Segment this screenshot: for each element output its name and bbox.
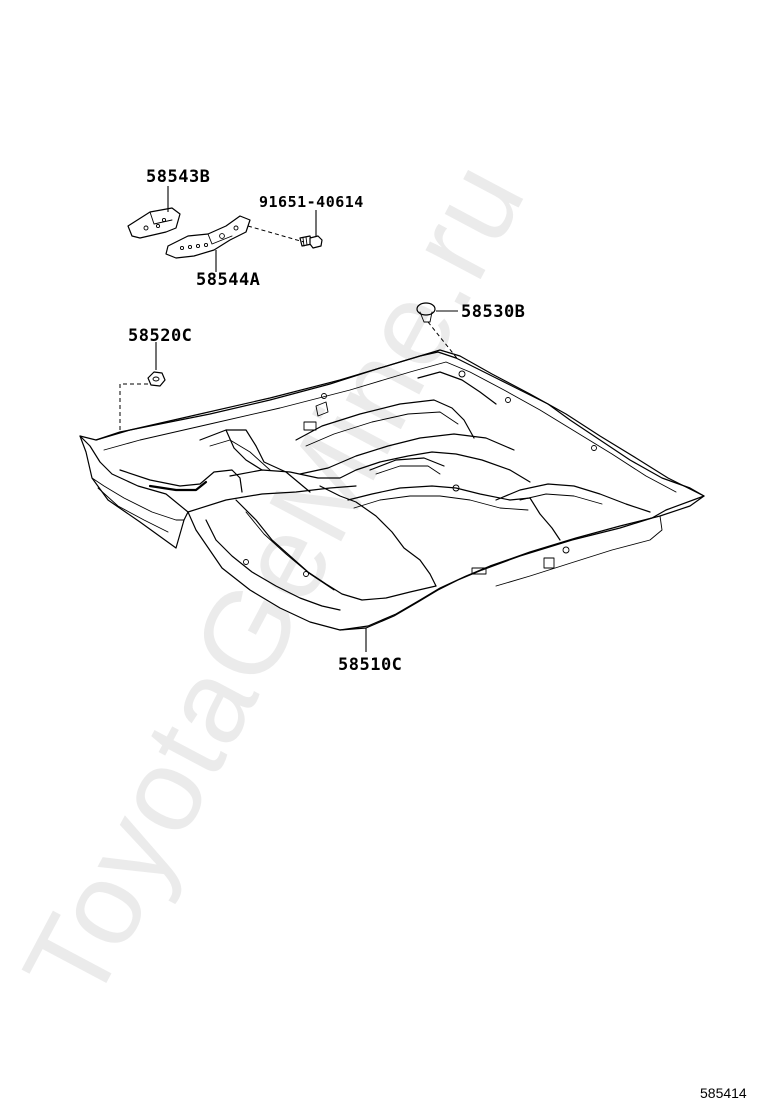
bolt-dash-line	[247, 225, 305, 243]
label-58543b: 58543B	[146, 167, 210, 187]
bracket-58543b-icon	[127, 207, 181, 239]
clip-icon	[416, 302, 436, 323]
bolt-icon	[299, 235, 323, 249]
label-58520c: 58520C	[128, 326, 192, 346]
diagram-ref-number: 585414	[700, 1085, 747, 1101]
label-58530b: 58530B	[461, 302, 525, 322]
carpet-icon	[79, 349, 705, 631]
watermark: ToyotaGeMine.ru	[0, 140, 551, 1022]
label-91651-40614: 91651-40614	[259, 193, 364, 211]
label-58510c: 58510C	[338, 655, 402, 675]
bracket-58544a-icon	[165, 215, 251, 259]
nut-icon	[147, 371, 166, 387]
label-58544a: 58544A	[196, 270, 260, 290]
